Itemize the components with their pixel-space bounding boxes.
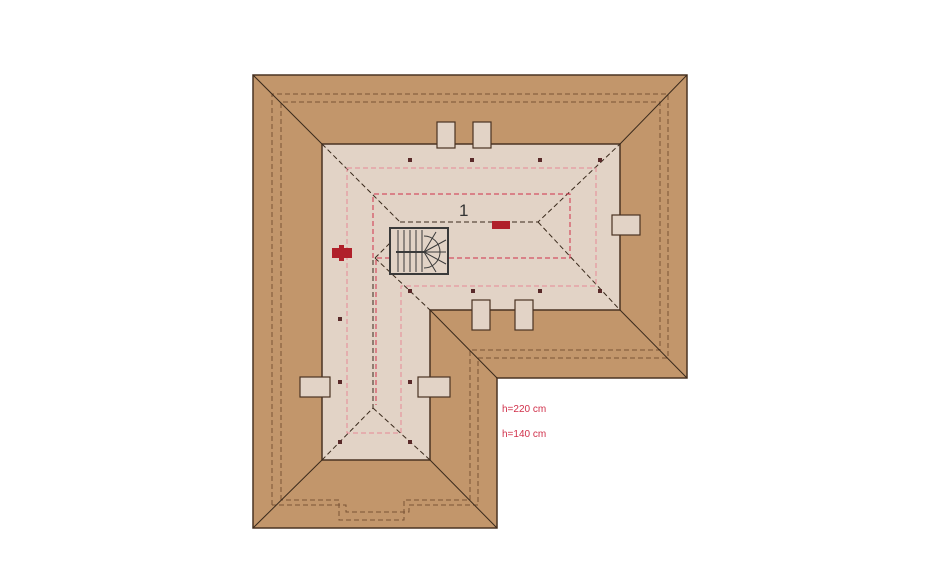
hip-lines [252, 74, 688, 529]
chimneys [299, 121, 641, 398]
legend-h220: h=220 cm [502, 404, 547, 415]
legend-h140: h=140 cm [502, 429, 547, 440]
h220-line [374, 193, 571, 405]
staircase [389, 227, 449, 275]
h140-line [346, 167, 597, 434]
room-number: 1 [459, 201, 469, 220]
vents [332, 221, 510, 261]
posts [338, 158, 602, 444]
